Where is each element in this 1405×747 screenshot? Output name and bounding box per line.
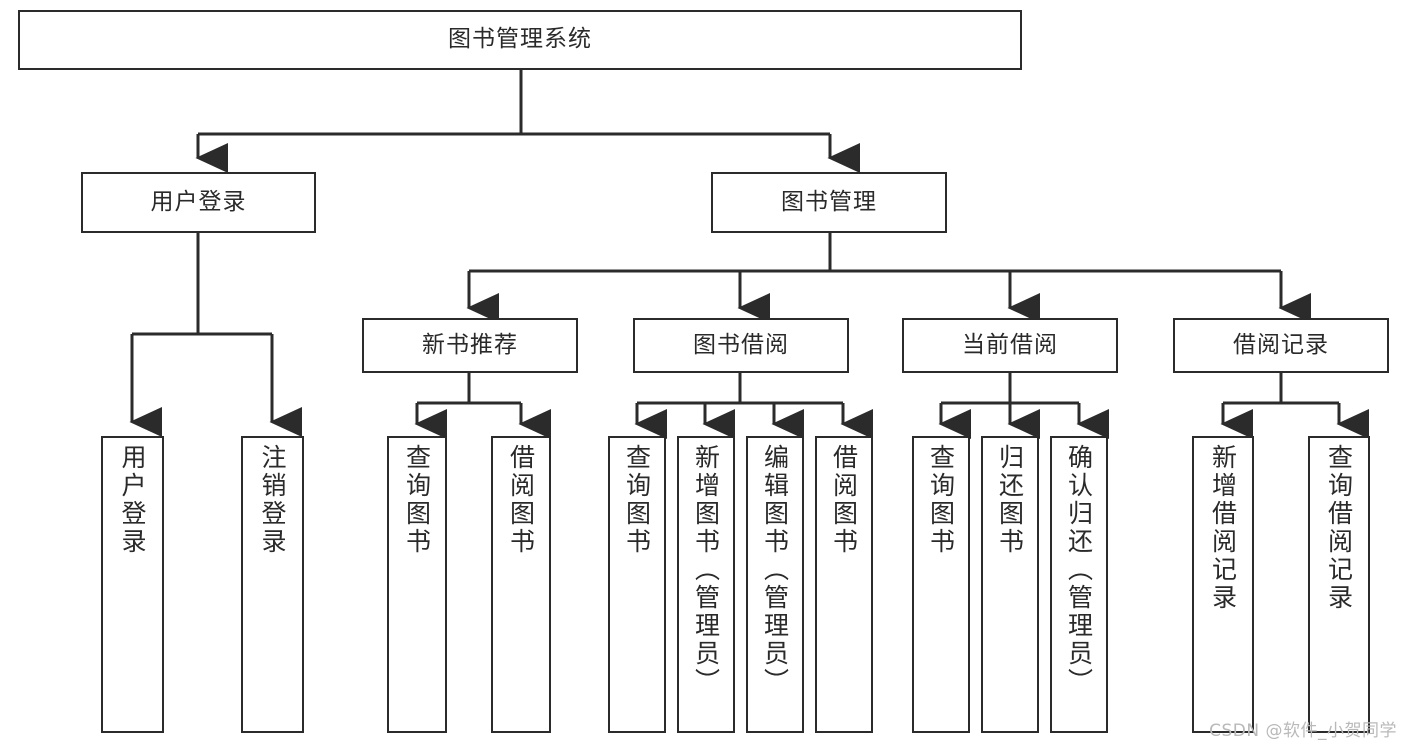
node-user-login[interactable]: 用户登录	[81, 172, 316, 233]
node-label: 查询图书	[402, 444, 432, 556]
node-label: 用户登录	[118, 444, 147, 556]
leaf-current-borrow-confirm-return[interactable]: 确认归还（管理员）	[1050, 436, 1108, 733]
node-label: 借阅图书	[506, 444, 536, 556]
leaf-user-login-logout[interactable]: 注销登录	[241, 436, 304, 733]
node-current-borrow[interactable]: 当前借阅	[902, 318, 1118, 373]
node-label: 查询图书	[622, 444, 652, 556]
leaf-borrow-record-add-record[interactable]: 新增借阅记录	[1192, 436, 1254, 733]
node-book-borrow[interactable]: 图书借阅	[633, 318, 849, 373]
leaf-current-borrow-query-book[interactable]: 查询图书	[912, 436, 970, 733]
leaf-borrow-record-query-record[interactable]: 查询借阅记录	[1308, 436, 1370, 733]
leaf-user-login-login[interactable]: 用户登录	[101, 436, 164, 733]
leaf-book-borrow-borrow-book[interactable]: 借阅图书	[815, 436, 873, 733]
leaf-book-borrow-add-book[interactable]: 新增图书（管理员）	[677, 436, 735, 733]
leaf-current-borrow-return-book[interactable]: 归还图书	[981, 436, 1039, 733]
node-book-management[interactable]: 图书管理	[711, 172, 947, 233]
leaf-book-borrow-query-book[interactable]: 查询图书	[608, 436, 666, 733]
leaf-book-borrow-edit-book[interactable]: 编辑图书（管理员）	[746, 436, 804, 733]
node-label: 借阅记录	[1233, 331, 1329, 358]
node-label: 查询借阅记录	[1324, 444, 1354, 612]
node-label: 查询图书	[926, 444, 956, 556]
leaf-new-book-borrow-book[interactable]: 借阅图书	[491, 436, 551, 733]
node-label: 新增借阅记录	[1208, 444, 1238, 612]
node-borrow-record[interactable]: 借阅记录	[1173, 318, 1389, 373]
node-label: 注销登录	[258, 444, 287, 556]
node-label: 图书管理	[781, 188, 877, 215]
csdn-watermark: CSDN @软件_小贺同学	[1209, 721, 1397, 741]
node-label: 确认归还（管理员）	[1064, 444, 1094, 696]
node-label: 借阅图书	[829, 444, 859, 556]
node-label: 编辑图书（管理员）	[760, 444, 790, 696]
node-label: 用户登录	[150, 188, 247, 215]
leaf-new-book-query-book[interactable]: 查询图书	[387, 436, 447, 733]
node-label: 新增图书（管理员）	[691, 444, 721, 696]
node-label: 图书管理系统	[448, 26, 592, 53]
node-new-book-recommend[interactable]: 新书推荐	[362, 318, 578, 373]
node-label: 新书推荐	[422, 331, 518, 358]
node-label: 图书借阅	[693, 331, 789, 358]
node-label: 归还图书	[995, 444, 1025, 556]
node-book-management-system[interactable]: 图书管理系统	[18, 10, 1022, 70]
node-label: 当前借阅	[962, 331, 1058, 358]
